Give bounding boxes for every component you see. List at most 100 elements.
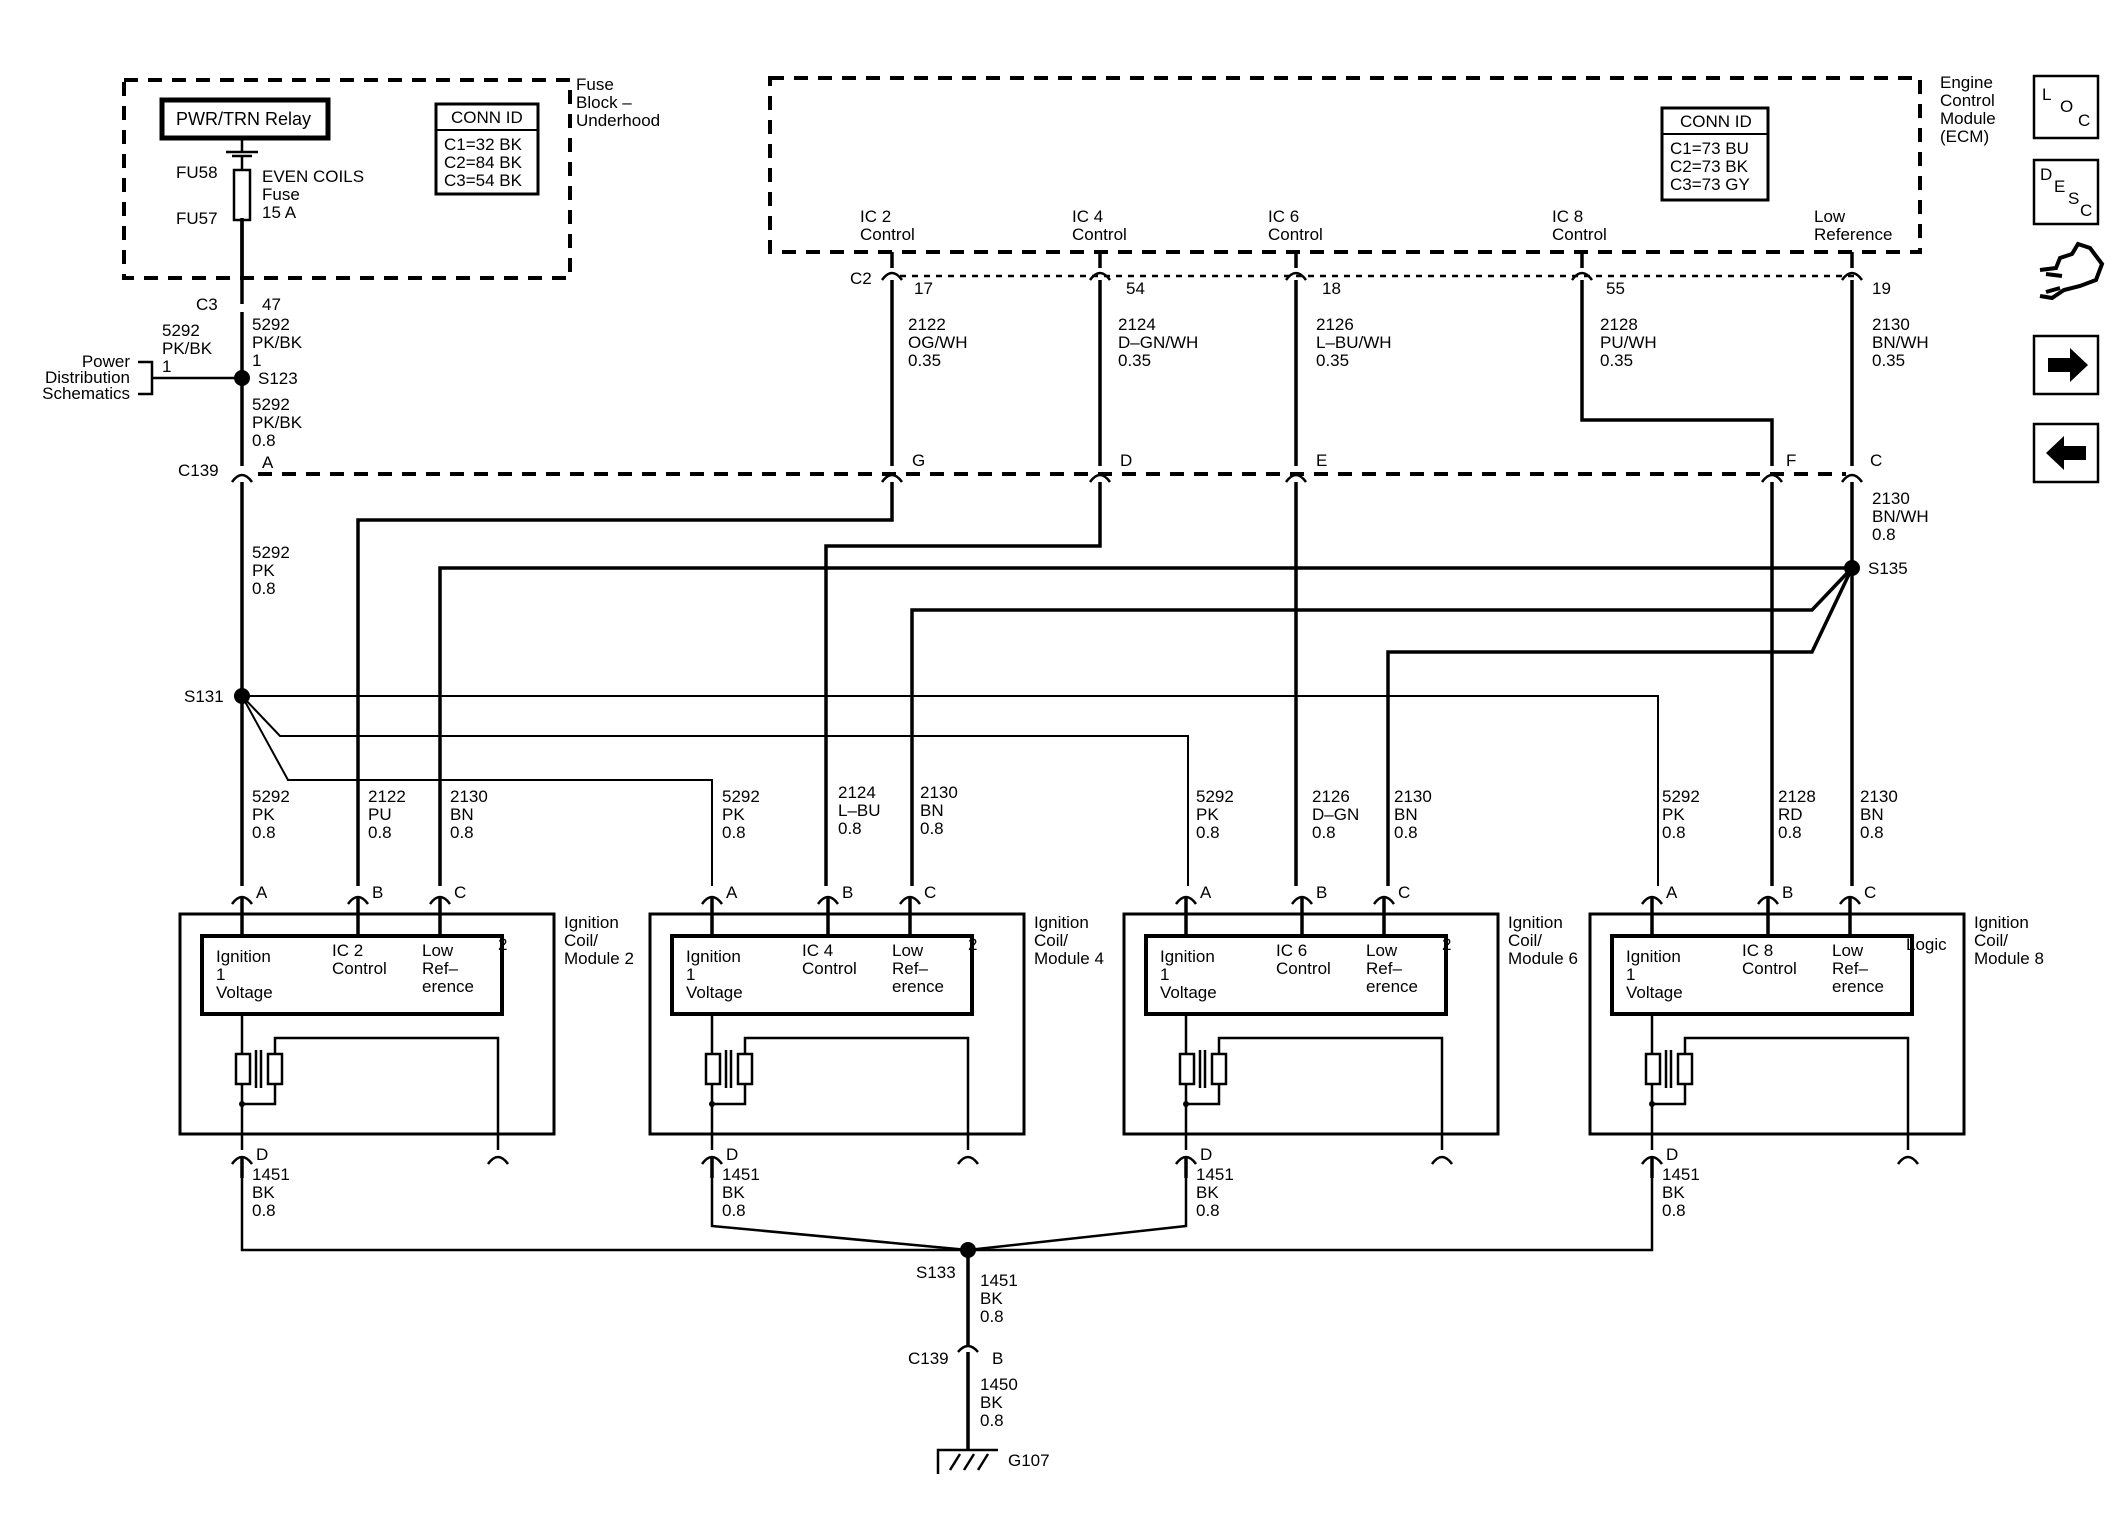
connector-terminal <box>486 1155 510 1165</box>
connector-terminal <box>230 473 254 483</box>
coil-secondary <box>1217 1036 1444 1150</box>
coil-input-label: Low <box>1832 941 1864 960</box>
wire-label: 5292 <box>252 395 290 414</box>
coil-box <box>178 912 556 1136</box>
prev-arrow-button[interactable] <box>2032 422 2100 484</box>
conn-id-line: C1=32 BK <box>444 135 523 154</box>
pk-branch <box>242 695 1659 886</box>
coil-input-label: Ref– <box>1832 959 1868 978</box>
coil-title: Coil/ <box>1974 931 2008 950</box>
connector-terminal <box>1896 1155 1920 1165</box>
conn-id-line: C2=73 BK <box>1670 157 1749 176</box>
coil-input-label: 1 <box>686 965 695 984</box>
connector-terminal <box>1640 1155 1664 1165</box>
coil-input-label: Ignition <box>216 947 271 966</box>
pin-letter: B <box>842 883 853 902</box>
wire-label: 2122 <box>368 787 406 806</box>
wire-label: 0.8 <box>1196 823 1220 842</box>
s123-label: S123 <box>258 369 298 388</box>
coil-input-label: Ref– <box>892 959 928 978</box>
wire-label: OG/WH <box>908 333 968 352</box>
ecm-terminals <box>880 252 1864 281</box>
fuse-block-title-line1: Fuse <box>576 75 614 94</box>
pin-letter: D <box>1200 1145 1212 1164</box>
coil-input-label: Ignition <box>1626 947 1681 966</box>
coil-title: Module 2 <box>564 949 634 968</box>
ground-circuit: S133 1451 BK 0.8 C139 B 1450 BK 0.8 G107 <box>908 1242 1050 1474</box>
wire-label: PU/WH <box>1600 333 1657 352</box>
wire-label: PK <box>1662 805 1685 824</box>
wire-label: 2122 <box>908 315 946 334</box>
connector-terminal <box>816 895 840 905</box>
ecm-pin-ic8-name1: IC 8 <box>1552 207 1583 226</box>
harness-wire <box>1580 280 1774 466</box>
coil-input-label: erence <box>422 977 474 996</box>
pin-letter: C <box>1398 883 1410 902</box>
wire-label: 5292 <box>1196 787 1234 806</box>
coil-tag: Logic <box>1906 935 1947 954</box>
coil-input-label: Ref– <box>1366 959 1402 978</box>
wire-label: RD <box>1778 805 1803 824</box>
c139-label: C139 <box>178 461 219 480</box>
c139-ground-pin: B <box>992 1349 1003 1368</box>
coil-input-label: 1 <box>216 965 225 984</box>
coil-logic-box <box>1610 934 1914 1016</box>
coil-input-label: IC 6 <box>1276 941 1307 960</box>
wire-label: 1451 <box>252 1165 290 1184</box>
pin-letter: A <box>1200 883 1212 902</box>
ecm-pin-ic4-name2: Control <box>1072 225 1127 244</box>
wire-label: 2130 <box>920 783 958 802</box>
c139-pin-a: A <box>262 453 274 472</box>
harness-wires <box>240 218 1854 886</box>
conn-id-line: C3=54 BK <box>444 171 523 190</box>
pin-letter: C <box>454 883 466 902</box>
loc-button[interactable]: L O C <box>2032 74 2100 140</box>
coil-input-label: Voltage <box>1160 983 1217 1002</box>
ecm-title-line2: Control <box>1940 91 1995 110</box>
coil-title: Ignition <box>564 913 619 932</box>
connector-terminal <box>1088 473 1112 483</box>
coil-node <box>709 1101 715 1107</box>
wire-label: 1451 <box>980 1271 1018 1290</box>
coil-input-label: Ignition <box>686 947 741 966</box>
wire-label: BN <box>920 801 944 820</box>
coil-link <box>242 1084 277 1106</box>
coil-link <box>1652 1084 1687 1106</box>
connector-terminal <box>1430 1155 1454 1165</box>
desc-letter: E <box>2054 177 2065 196</box>
c139-pin-g: G <box>912 451 925 470</box>
relay-label: PWR/TRN Relay <box>176 109 311 129</box>
coil-tag: 2 <box>968 935 977 954</box>
coil-input-label: Low <box>422 941 454 960</box>
desc-button[interactable]: D E S C <box>2032 158 2100 226</box>
harness-wire <box>1386 567 1854 886</box>
coil-link <box>1186 1084 1221 1106</box>
coil-secondary <box>1683 1036 1910 1150</box>
wire-label: 2130 <box>1872 315 1910 334</box>
wire-label: 5292 <box>252 315 290 334</box>
wire-label: 0.8 <box>980 1307 1004 1326</box>
fu58-label: FU58 <box>176 163 218 182</box>
coil-title: Module 8 <box>1974 949 2044 968</box>
wire-label: D–GN <box>1312 805 1359 824</box>
g107-label: G107 <box>1008 1451 1050 1470</box>
wire-label: 0.8 <box>1872 525 1896 544</box>
ecm-pin-ic2-name1: IC 2 <box>860 207 891 226</box>
coil-input-label: Voltage <box>686 983 743 1002</box>
wire-label: 0.8 <box>920 819 944 838</box>
connector-tool-icon[interactable] <box>2039 241 2105 301</box>
pin-letter: C <box>924 883 936 902</box>
ecm-title-line3: Module <box>1940 109 1996 128</box>
connector-terminal <box>898 895 922 905</box>
connector-terminal <box>1174 1155 1198 1165</box>
fuse-block-title-line2: Block – <box>576 93 632 112</box>
wire-label: 0.8 <box>838 819 862 838</box>
pk-branch <box>241 695 713 886</box>
ecm-title-line4: (ECM) <box>1940 127 1989 146</box>
coil-winding <box>234 1052 252 1086</box>
coil-winding <box>1178 1052 1196 1086</box>
coil-logic-box <box>1144 934 1448 1016</box>
connector-terminal <box>956 1155 980 1165</box>
next-arrow-button[interactable] <box>2032 334 2100 396</box>
